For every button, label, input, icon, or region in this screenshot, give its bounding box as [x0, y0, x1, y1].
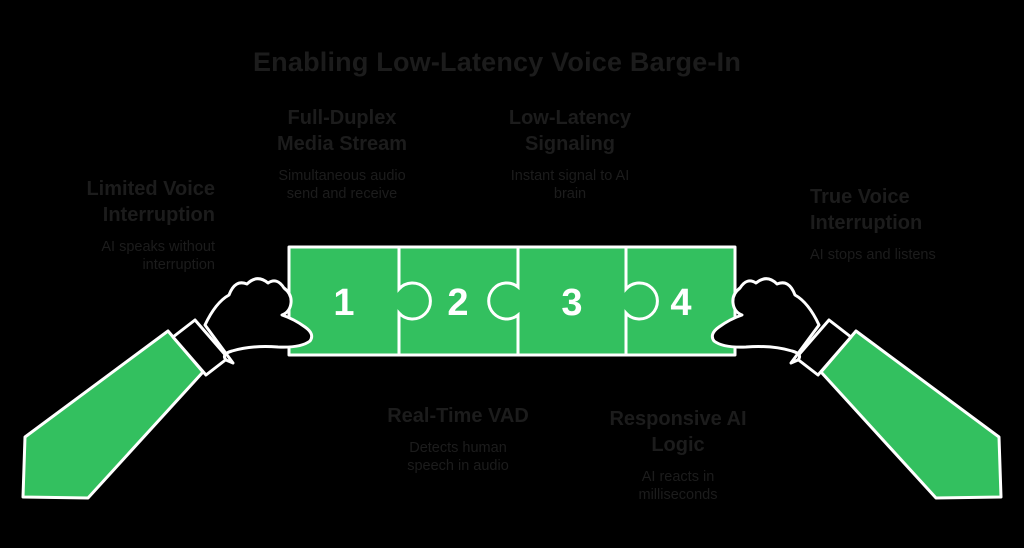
- label-full-duplex: Full-Duplex Media Stream Simultaneous au…: [257, 105, 427, 203]
- label-heading: True Voice Interruption: [810, 184, 960, 236]
- desc-line: speech in audio: [407, 458, 509, 475]
- left-sleeve: [21, 329, 205, 500]
- puzzle-divider-1: [397, 247, 432, 355]
- label-description: AI reacts in milliseconds: [628, 468, 728, 504]
- heading-line: Limited Voice: [86, 178, 215, 200]
- step-number-3: 3: [561, 282, 582, 324]
- desc-line: Simultaneous audio: [278, 168, 406, 184]
- step-number-1: 1: [333, 282, 354, 324]
- label-heading: Real-Time VAD: [358, 403, 558, 429]
- right-sleeve: [819, 329, 1003, 500]
- desc-line: AI speaks without: [101, 239, 215, 255]
- page-title: Enabling Low-Latency Voice Barge-In: [252, 47, 742, 77]
- label-description: AI stops and listens: [810, 246, 960, 264]
- label-heading: Limited Voice Interruption: [65, 176, 215, 228]
- label-real-time-vad: Real-Time VAD Detects human speech in au…: [358, 403, 558, 475]
- heading-line: Interruption: [810, 212, 923, 234]
- heading-line: Low-Latency: [508, 107, 632, 129]
- label-description: Simultaneous audio send and receive: [257, 167, 427, 203]
- puzzle-divider-2: [487, 247, 520, 355]
- desc-line: AI reacts in: [641, 469, 715, 485]
- step-number-2: 2: [447, 282, 468, 324]
- label-limited-voice: Limited Voice Interruption AI speaks wit…: [65, 176, 215, 274]
- heading-line: True Voice: [810, 186, 910, 208]
- right-arm-group: [710, 277, 1003, 500]
- left-arm-group: [21, 277, 314, 500]
- puzzle-bar: 1 2 3 4: [287, 245, 737, 357]
- step-number-4: 4: [670, 282, 691, 324]
- label-responsive-ai: Responsive AI Logic AI reacts in millise…: [598, 406, 758, 504]
- heading-line: Real-Time VAD: [387, 405, 529, 427]
- label-description: AI speaks without interruption: [65, 238, 215, 274]
- desc-line: milliseconds: [638, 487, 718, 504]
- label-heading: Full-Duplex Media Stream: [257, 105, 427, 157]
- label-description: Instant signal to AI brain: [490, 167, 650, 203]
- label-heading: Low-Latency Signaling: [490, 105, 650, 157]
- label-heading: Responsive AI Logic: [598, 406, 758, 458]
- label-true-voice: True Voice Interruption AI stops and lis…: [810, 184, 960, 264]
- puzzle-divider-3: [624, 247, 659, 355]
- heading-line: Full-Duplex: [287, 107, 397, 129]
- heading-line: Media Stream: [276, 133, 408, 155]
- right-hand-icon: [710, 277, 821, 365]
- heading-line: Interruption: [102, 204, 215, 226]
- desc-line: AI stops and listens: [810, 247, 936, 263]
- desc-line: Detects human: [409, 440, 507, 456]
- label-description: Detects human speech in audio: [391, 439, 526, 475]
- desc-line: Instant signal to AI: [510, 168, 630, 184]
- desc-line: interruption: [142, 257, 215, 274]
- desc-line: brain: [553, 186, 587, 203]
- heading-line: Logic: [651, 434, 705, 456]
- desc-line: send and receive: [286, 186, 398, 203]
- left-hand-icon: [203, 277, 314, 365]
- heading-line: Signaling: [525, 133, 615, 155]
- puzzle-bar-rect: [287, 245, 737, 357]
- heading-line: Responsive AI: [609, 408, 747, 430]
- label-low-latency: Low-Latency Signaling Instant signal to …: [490, 105, 650, 203]
